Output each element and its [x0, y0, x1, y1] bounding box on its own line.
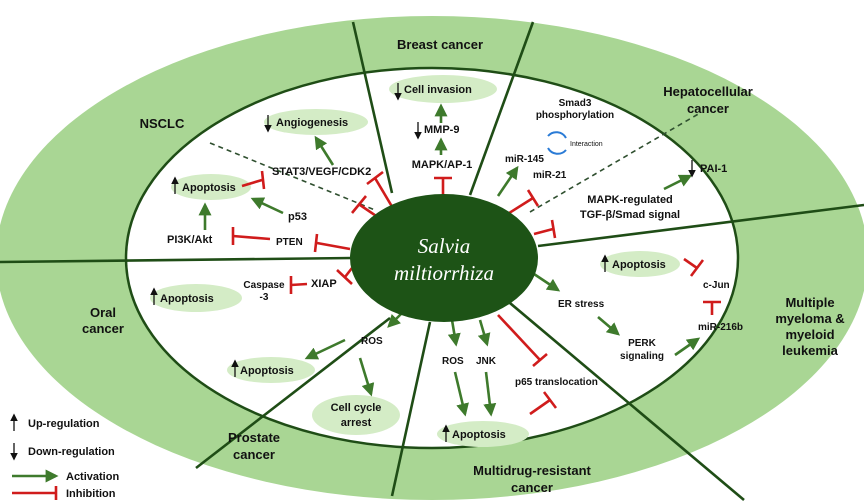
sector-mm-3: myeloid [785, 327, 834, 342]
node-p65: p65 translocation [515, 377, 598, 388]
legend: Up-regulation Down-regulation Activation… [10, 413, 119, 500]
divider-nsclc [209, 142, 376, 211]
node-pai1: PAI-1 [700, 163, 727, 175]
sector-prostate-1: Prostate [228, 430, 280, 445]
node-cellcycle-2: arrest [341, 417, 372, 429]
node-ros-mdr: ROS [442, 356, 464, 367]
sector-mm-2: myeloma & [775, 311, 844, 326]
regulation-markers [150, 83, 696, 442]
node-interaction: Interaction [570, 141, 603, 148]
node-p53: p53 [288, 211, 307, 223]
legend-activation: Activation [66, 471, 119, 483]
center-node [350, 194, 538, 322]
node-mapk-tgf-2: TGF-β/Smad signal [580, 209, 680, 221]
sector-oral-1: Oral [90, 305, 116, 320]
sector-prostate-2: cancer [233, 447, 275, 462]
legend-down: Down-regulation [28, 446, 115, 458]
node-smad3-1: Smad3 [559, 98, 592, 109]
node-stat3: STAT3/VEGF/CDK2 [272, 166, 371, 178]
inhibition-lines [231, 170, 721, 416]
sector-nsclc: NSCLC [140, 116, 185, 131]
sector-mdr-1: Multidrug-resistant [473, 463, 591, 478]
node-cell-invasion: Cell invasion [404, 84, 472, 96]
node-pi3k: PI3K/Akt [167, 234, 213, 246]
node-jnk: JNK [476, 356, 497, 367]
sector-hcc-1: Hepatocellular [663, 84, 753, 99]
interaction-icon [547, 131, 567, 155]
activation-arrows [198, 103, 701, 417]
node-xiap: XIAP [311, 278, 337, 290]
node-perk-2: signaling [620, 351, 664, 362]
sector-mm-4: leukemia [782, 343, 838, 358]
center-title-2: miltiorrhiza [394, 261, 494, 285]
node-caspase-2: -3 [260, 292, 269, 303]
node-cellcycle-1: Cell cycle [331, 402, 382, 414]
node-apoptosis-mdr: Apoptosis [452, 429, 506, 441]
node-apoptosis-mm: Apoptosis [612, 259, 666, 271]
legend-up: Up-regulation [28, 418, 100, 430]
node-apoptosis-oral: Apoptosis [160, 293, 214, 305]
legend-inhibition: Inhibition [66, 488, 116, 500]
pills [150, 75, 680, 447]
sector-separators [0, 21, 864, 501]
node-mapk-tgf-1: MAPK-regulated [587, 194, 673, 206]
divider-hcc [529, 112, 701, 213]
node-angiogenesis: Angiogenesis [276, 117, 348, 129]
sector-breast: Breast cancer [397, 37, 483, 52]
sector-hcc-2: cancer [687, 101, 729, 116]
sector-mm-1: Multiple [785, 295, 834, 310]
sector-mdr-2: cancer [511, 480, 553, 495]
node-pten: PTEN [276, 237, 303, 248]
node-mir216b: miR-216b [698, 322, 743, 333]
node-mir21: miR-21 [533, 170, 567, 181]
center-title-1: Salvia [418, 234, 471, 258]
node-er-stress: ER stress [558, 299, 605, 310]
node-smad3-2: phosphorylation [536, 110, 614, 121]
sector-oral-2: cancer [82, 321, 124, 336]
node-mmp9: MMP-9 [424, 124, 459, 136]
node-perk-1: PERK [628, 338, 657, 349]
node-cjun: c-Jun [703, 280, 730, 291]
node-mapk-ap1: MAPK/AP-1 [412, 159, 473, 171]
node-apoptosis-prostate: Apoptosis [240, 365, 294, 377]
node-caspase-1: Caspase [243, 280, 285, 291]
node-mir145: miR-145 [505, 154, 544, 165]
node-apoptosis-nsclc: Apoptosis [182, 182, 236, 194]
node-ros-prostate: ROS [361, 336, 383, 347]
